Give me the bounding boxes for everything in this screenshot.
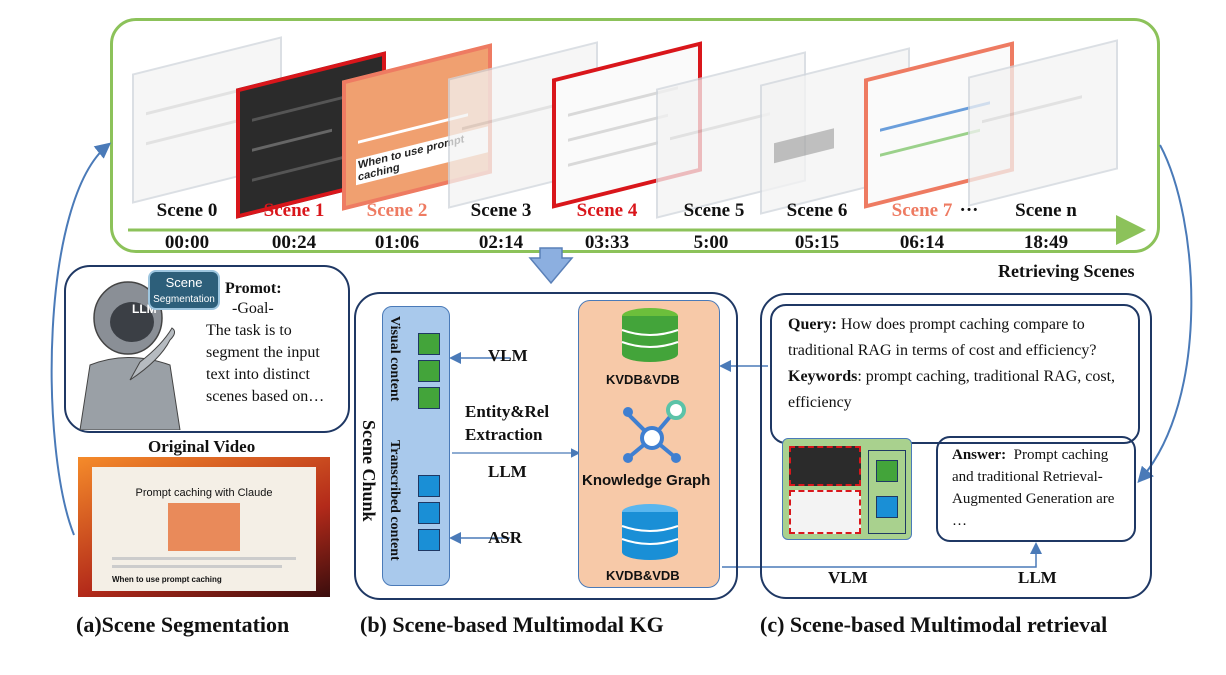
kvdb-top-label: KVDB&VDB <box>606 372 680 387</box>
keywords-value: : prompt caching, traditional RAG, cost,… <box>788 368 1116 411</box>
video-screen-footer: When to use prompt caching <box>112 575 222 584</box>
scene-label: Scene 7 <box>891 200 953 221</box>
scene-time: 02:14 <box>478 232 524 253</box>
answer-value: Prompt caching and traditional Retrieval… <box>952 447 1115 529</box>
vlm-label-c: VLM <box>828 568 868 587</box>
scene-label: Scene 4 <box>576 200 638 221</box>
visual-chunk <box>418 360 440 382</box>
prompt-body: The task is to segment the input text in… <box>206 322 325 405</box>
keywords-label: Keywords <box>788 368 858 385</box>
visual-chunk <box>418 387 440 409</box>
visual-chunk <box>418 333 440 355</box>
scene-time: 01:06 <box>374 232 420 253</box>
keywords-text: Keywords: prompt caching, traditional RA… <box>788 364 1132 416</box>
transcribed-content-label: Transcribed content <box>387 440 402 561</box>
query-label: Query: <box>788 316 837 333</box>
query-text: Query: How does prompt caching compare t… <box>788 312 1132 364</box>
chunk-stack <box>868 450 906 534</box>
asr-label: ASR <box>488 528 523 547</box>
kvdb-bottom-label: KVDB&VDB <box>606 568 680 583</box>
query-box <box>770 304 1140 444</box>
bubble-line1: Scene <box>165 275 203 290</box>
transcribed-chunk <box>876 496 898 518</box>
scene-label: Scene 6 <box>786 200 848 221</box>
selected-frame-light <box>789 490 861 534</box>
video-thumbnail: Prompt caching with Claude When to use p… <box>78 457 330 597</box>
retrieving-scenes-label: Retrieving Scenes <box>998 261 1135 281</box>
knowledge-graph-label: Knowledge Graph <box>582 472 711 489</box>
video-screen-title: Prompt caching with Claude <box>135 487 273 499</box>
scene-label: Scene n <box>1015 200 1077 221</box>
transcribed-chunk <box>418 475 440 497</box>
entity-label: Entity&Rel <box>465 402 550 421</box>
answer-text: Answer: Prompt caching and traditional R… <box>952 444 1130 532</box>
retrieval-panel <box>760 293 1152 599</box>
selected-frame-dark <box>789 446 861 486</box>
visual-chunk <box>876 460 898 482</box>
vlm-label: VLM <box>488 346 528 365</box>
answer-label: Answer: <box>952 447 1007 463</box>
scene-time: 03:33 <box>584 232 630 253</box>
scene-label: Scene 3 <box>470 200 532 221</box>
bubble-line2: Segmentation <box>153 294 215 305</box>
prompt-panel <box>64 265 350 433</box>
scene-segmentation-bubble: Scene Segmentation <box>148 270 220 310</box>
scene-time: 18:49 <box>1023 232 1069 253</box>
prompt-title: Promot: <box>225 280 282 297</box>
caption-c: (c) Scene-based Multimodal retrieval <box>760 612 1108 637</box>
scene-label: Scene 5 <box>683 200 745 221</box>
video-screen: Prompt caching with Claude When to use p… <box>92 467 316 591</box>
prompt-goal: -Goal- <box>232 300 274 317</box>
transcribed-chunk <box>418 502 440 524</box>
scene-time: 00:00 <box>164 232 210 253</box>
video-screen-image <box>168 503 240 551</box>
knowledge-graph-icon <box>623 400 686 463</box>
answer-box <box>936 436 1136 542</box>
scene-label: Scene 0 <box>156 200 218 221</box>
scene-time: 05:15 <box>794 232 840 253</box>
visual-content-label: Visual content <box>387 316 402 402</box>
original-video-label: Original Video <box>148 437 256 456</box>
ellipsis: ··· <box>959 200 979 221</box>
extraction-label: Extraction <box>465 425 543 444</box>
database-green-icon <box>621 308 679 362</box>
scene-time: 06:14 <box>899 232 945 253</box>
scene-chunk-label: Scene Chunk <box>359 420 379 522</box>
scene-label: Scene 1 <box>263 200 325 221</box>
llm-label: LLM <box>488 462 527 481</box>
kg-panel <box>354 292 738 600</box>
scene-time: 5:00 <box>693 232 729 253</box>
query-value: How does prompt caching compare to tradi… <box>788 316 1097 359</box>
scene-strip <box>110 18 1160 253</box>
caption-b: (b) Scene-based Multimodal KG <box>360 612 664 637</box>
llm-label-c: LLM <box>1018 568 1057 587</box>
scene-time: 00:24 <box>271 232 317 253</box>
caption-a: (a)Scene Segmentation <box>76 612 290 637</box>
robot-icon <box>79 281 181 430</box>
scene-label: Scene 2 <box>366 200 428 221</box>
database-blue-icon <box>621 504 679 560</box>
transcribed-chunk <box>418 529 440 551</box>
